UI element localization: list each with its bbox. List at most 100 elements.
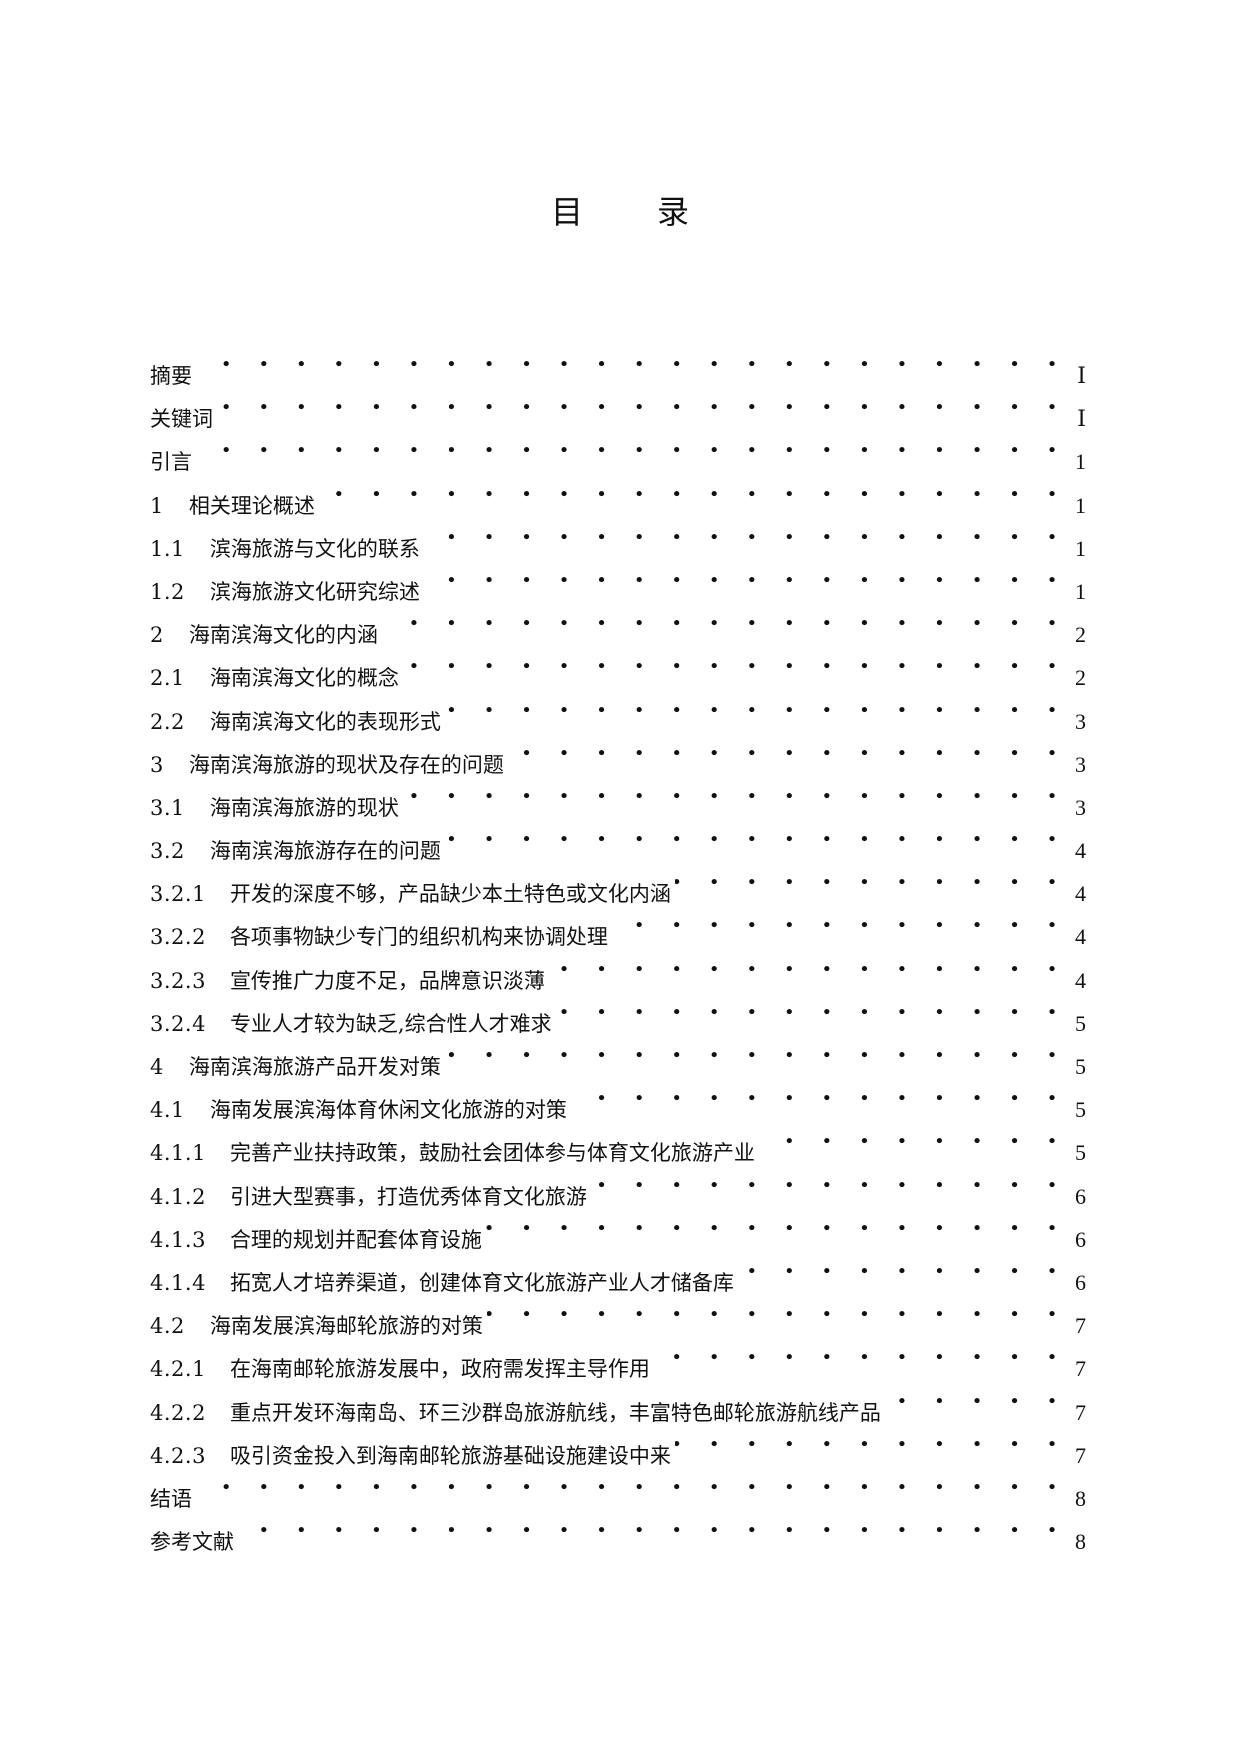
toc-entry-label: 吸引资金投入到海南邮轮旅游基础设施建设中来 xyxy=(229,1443,671,1468)
toc-section-number: 3.1 xyxy=(150,795,185,820)
toc-entry-2-1[interactable]: 2.1 海南滨海文化的概念 2 xyxy=(150,649,1086,692)
toc-page-number: 6 xyxy=(1075,1226,1086,1252)
toc-page-number: 6 xyxy=(1075,1183,1086,1209)
dot-leader xyxy=(654,1340,1068,1376)
dot-leader xyxy=(424,520,1068,556)
dot-leader xyxy=(556,995,1068,1031)
toc-page-number: 4 xyxy=(1075,967,1086,993)
dot-leader xyxy=(487,1297,1068,1333)
toc-page-number: 3 xyxy=(1075,794,1086,820)
toc-entry-label: 合理的规划并配套体育设施 xyxy=(229,1227,482,1252)
toc-entry-label: 海南滨海旅游的现状及存在的问题 xyxy=(188,752,504,777)
toc-page-number: 5 xyxy=(1075,1097,1086,1123)
dot-leader xyxy=(319,477,1068,513)
toc-page-number: 1 xyxy=(1075,449,1086,475)
toc-section-number: 3.2.3 xyxy=(150,968,206,993)
toc-section-number: 4.1.4 xyxy=(150,1270,206,1295)
toc-entry-label: 各项事物缺少专门的组织机构来协调处理 xyxy=(229,925,608,950)
toc-section-number: 2.1 xyxy=(150,666,185,691)
toc-entry-1-1[interactable]: 1.1滨海旅游与文化的联系1 xyxy=(150,520,1086,563)
toc-page-number: 7 xyxy=(1075,1356,1086,1382)
toc-entry-label: 海南滨海旅游存在的问题 xyxy=(209,839,441,864)
dot-leader xyxy=(738,1254,1068,1290)
toc-page-number: 1 xyxy=(1075,492,1086,518)
toc-entry-abstract[interactable]: 摘要Ⅰ xyxy=(150,347,1086,390)
dot-leader xyxy=(759,1124,1068,1160)
toc-page-number: 5 xyxy=(1075,1140,1086,1166)
dot-leader xyxy=(675,1427,1068,1463)
toc-page-number: 5 xyxy=(1075,1054,1086,1079)
toc-section-number: 3 xyxy=(150,752,164,777)
toc-entry-4-2[interactable]: 4.2海南发展滨海邮轮旅游的对策7 xyxy=(150,1297,1086,1340)
dot-leader xyxy=(675,865,1068,901)
toc-section-number: 2 xyxy=(150,623,164,648)
toc-page-number: 8 xyxy=(1075,1485,1086,1511)
dot-leader xyxy=(445,1038,1068,1074)
toc-section-number: 4.1.3 xyxy=(150,1227,206,1252)
toc-entry-label: 在海南邮轮旅游发展中，政府需发挥主导作用 xyxy=(229,1357,650,1382)
toc-entry-4-1[interactable]: 4.1海南发展滨海体育休闲文化旅游的对策5 xyxy=(150,1081,1086,1124)
dot-leader xyxy=(196,347,1068,383)
dot-leader xyxy=(612,908,1068,944)
toc-entry-introduction[interactable]: 引言1 xyxy=(150,433,1086,476)
toc-section-number: 4.1 xyxy=(150,1098,185,1123)
toc-page-number: Ⅰ xyxy=(1077,363,1086,388)
toc-page-number: 2 xyxy=(1075,622,1086,648)
toc-page-number: 4 xyxy=(1075,881,1086,907)
toc-page-number: 8 xyxy=(1075,1529,1086,1555)
toc-entry-3-2[interactable]: 3.2海南滨海旅游存在的问题4 xyxy=(150,822,1086,865)
toc-section-number: 1.2 xyxy=(150,579,185,604)
toc-entry-3[interactable]: 3 海南滨海旅游的现状及存在的问题 3 xyxy=(150,736,1086,779)
toc-entry-label: 关键词 xyxy=(150,407,213,432)
toc-section-number: 2.2 xyxy=(150,709,185,734)
dot-leader xyxy=(445,693,1068,729)
toc-page-number: 2 xyxy=(1075,665,1086,691)
toc-page-number: 1 xyxy=(1075,578,1086,604)
toc-page-number: Ⅰ xyxy=(1077,406,1086,432)
toc-entry-label: 重点开发环海南岛、环三沙群岛旅游航线，丰富特色邮轮旅游航线产品 xyxy=(229,1400,881,1425)
toc-entry-3-2-2[interactable]: 3.2.2各项事物缺少专门的组织机构来协调处理4 xyxy=(150,908,1086,951)
toc-page-number: 5 xyxy=(1075,1010,1086,1036)
dot-leader xyxy=(403,649,1068,685)
toc-page-number: 6 xyxy=(1075,1269,1086,1295)
toc-entry-4-1-3[interactable]: 4.1.3 合理的规划并配套体育设施 6 xyxy=(150,1211,1086,1254)
dot-leader xyxy=(591,1168,1068,1204)
dot-leader xyxy=(238,1513,1068,1549)
toc-section-number: 4.2.3 xyxy=(150,1443,206,1468)
toc-entry-references[interactable]: 参考文献8 xyxy=(150,1513,1086,1556)
title-char-2: 录 xyxy=(657,193,690,231)
toc-entry-2-2[interactable]: 2.2海南滨海文化的表现形式3 xyxy=(150,693,1086,736)
toc-entry-1[interactable]: 1相关理论概述1 xyxy=(150,477,1086,520)
toc-entry-1-2[interactable]: 1.2滨海旅游文化研究综述1 xyxy=(150,563,1086,606)
title-char-1: 目 xyxy=(550,193,583,231)
toc-entry-keywords[interactable]: 关键词 Ⅰ xyxy=(150,390,1086,433)
dot-leader xyxy=(486,1211,1068,1247)
toc-entry-4-1-1[interactable]: 4.1.1 完善产业扶持政策，鼓励社会团体参与体育文化旅游产业 5 xyxy=(150,1124,1086,1167)
dot-leader xyxy=(571,1081,1068,1117)
toc-page-number: 1 xyxy=(1075,535,1086,561)
toc-section-number: 3.2.4 xyxy=(150,1011,206,1036)
toc-entry-4[interactable]: 4海南滨海旅游产品开发对策5 xyxy=(150,1038,1086,1081)
dot-leader xyxy=(445,822,1068,858)
toc-section-number: 1 xyxy=(150,493,164,518)
toc-section-number: 3.2.1 xyxy=(150,882,206,907)
toc-entry-4-2-3[interactable]: 4.2.3 吸引资金投入到海南邮轮旅游基础设施建设中来 7 xyxy=(150,1427,1086,1470)
toc-page-number: 3 xyxy=(1075,751,1086,777)
toc-page-number: 4 xyxy=(1075,838,1086,864)
toc-entry-conclusion[interactable]: 结语8 xyxy=(150,1470,1086,1513)
toc-entry-label: 海南滨海文化的内涵 xyxy=(188,623,378,648)
toc-page-number: 7 xyxy=(1075,1442,1086,1468)
toc-entry-2[interactable]: 2 海南滨海文化的内涵 2 xyxy=(150,606,1086,649)
dot-leader xyxy=(382,606,1068,642)
toc-section-number: 4.1.1 xyxy=(150,1141,206,1166)
toc-entry-label: 完善产业扶持政策，鼓励社会团体参与体育文化旅游产业 xyxy=(229,1141,755,1166)
toc-entry-label: 海南滨海文化的概念 xyxy=(209,666,399,691)
toc-entry-3-1[interactable]: 3.1海南滨海旅游的现状3 xyxy=(150,779,1086,822)
